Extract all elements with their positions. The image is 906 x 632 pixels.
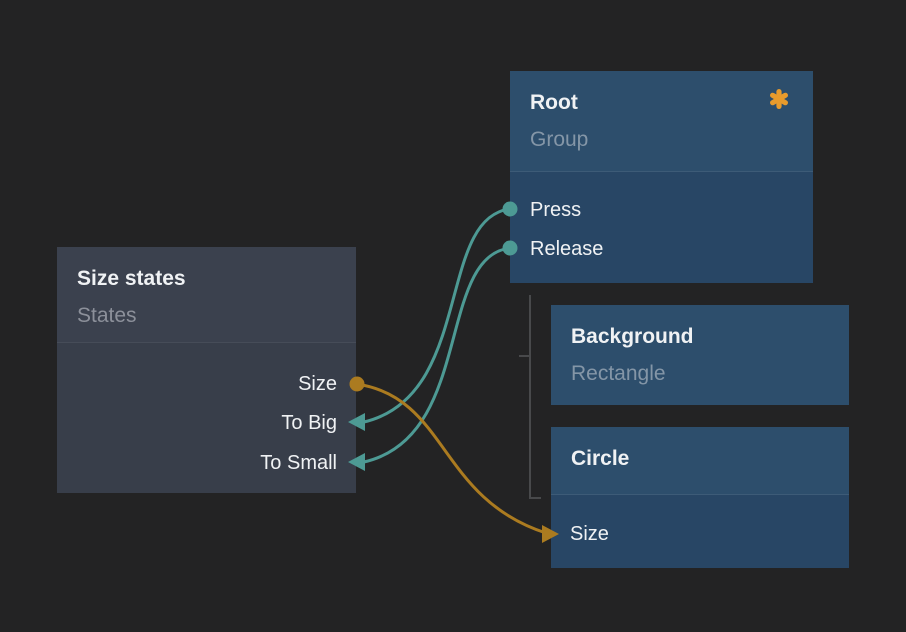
circle-header[interactable]: Circle: [551, 427, 849, 495]
port-size-label: Size: [298, 372, 337, 395]
port-size-output[interactable]: Size: [298, 368, 337, 400]
background-title: Background: [571, 325, 694, 348]
root-title: Root: [530, 91, 578, 114]
port-circle-size-input[interactable]: Size: [570, 518, 609, 550]
port-release-label: Release: [530, 237, 604, 260]
root-header[interactable]: Root Group: [510, 71, 813, 172]
circle-title: Circle: [571, 447, 630, 470]
size-states-subtitle: States: [77, 304, 137, 327]
port-press-output[interactable]: Press: [530, 194, 581, 226]
port-to-small-input[interactable]: To Small: [260, 447, 337, 479]
root-body: Press Release: [510, 172, 813, 283]
size-states-title: Size states: [77, 267, 186, 290]
background-header[interactable]: Background Rectangle: [551, 305, 849, 405]
port-release-output[interactable]: Release: [530, 233, 603, 265]
root-subtitle: Group: [530, 128, 589, 151]
port-to-big-input[interactable]: To Big: [281, 407, 337, 439]
size-states-header[interactable]: Size states States: [57, 247, 356, 343]
port-to-big-label: To Big: [281, 411, 337, 434]
node-size-states[interactable]: Size states States Size To Big To Small: [57, 247, 356, 493]
port-circle-size-label: Size: [570, 522, 609, 545]
node-background[interactable]: Background Rectangle: [551, 305, 849, 405]
asterisk-icon: [769, 89, 788, 109]
edge-release-to-small[interactable]: [363, 246, 511, 464]
edge-press-to-big[interactable]: [363, 207, 511, 424]
port-to-small-label: To Small: [260, 451, 337, 474]
asterisk-icon-glyph: [769, 89, 788, 109]
hierarchy-line-root-children: [529, 295, 541, 499]
background-subtitle: Rectangle: [571, 362, 666, 385]
port-press-label: Press: [530, 198, 582, 221]
size-states-body: Size To Big To Small: [57, 343, 356, 493]
node-root[interactable]: Root Group Press Release: [510, 71, 813, 283]
circle-body: Size: [551, 495, 849, 568]
edge-size-to-circle-size[interactable]: [356, 382, 547, 535]
node-circle[interactable]: Circle Size: [551, 427, 849, 568]
